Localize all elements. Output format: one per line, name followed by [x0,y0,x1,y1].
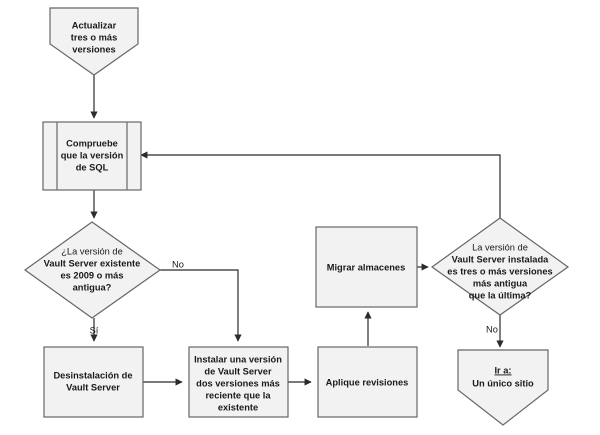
install-node-line-5: existente [218,402,258,412]
install-node[interactable]: Instalar una versión de Vault Server dos… [188,346,289,418]
edge-label-decision-installed-no: No [486,324,498,334]
decision-installed-version-line-4: más antigua [473,278,528,288]
install-node-line-4: reciente que la [205,390,271,400]
uninstall-node[interactable]: Desinstalación de Vault Server [43,346,144,418]
check-sql-node[interactable]: Compruebe que la versión de SQL [42,121,142,191]
edge-decision-version-no-to-install [160,269,242,342]
goto-node[interactable]: Ir a: Un único sitio [457,349,549,426]
check-sql-node-line-3: de SQL [76,162,109,172]
check-sql-node-line-1: Compruebe [66,138,118,148]
start-node-shape [49,7,139,76]
decision-existing-version-line-4: antigua? [73,282,112,292]
install-node-shape [188,346,289,418]
migrate-stores-node[interactable]: Migrar almacenes [315,226,418,308]
decision-existing-version-line-1: ¿La versión de [61,246,123,256]
decision-installed-version-line-2: Vault Server instalada [452,254,549,264]
apply-patches-node-shape [317,346,418,418]
edge-decision-installed-loop-to-check-sql [140,151,501,218]
goto-node-shape [457,349,549,426]
apply-patches-node[interactable]: Aplique revisiones [317,346,418,418]
decision-existing-version-line-3: es 2009 o más [60,270,123,280]
edge-label-decision-version-no: No [172,259,184,269]
start-node[interactable]: Actualizar tres o más versiones [49,7,139,76]
migrate-stores-node-line-1: Migrar almacenes [327,262,406,272]
decision-existing-version-line-2: Vault Server existente [44,258,141,268]
goto-node-line-1: Un único sitio [472,378,534,388]
goto-node-link-label[interactable]: Ir a: [494,365,511,375]
install-node-line-3: dos versiones más [196,378,280,388]
decision-installed-version-line-1: La versión de [472,242,528,252]
start-node-line-1: Actualizar [72,20,117,30]
decision-existing-version-node[interactable]: ¿La versión de Vault Server existente es… [23,221,162,319]
uninstall-node-line-1: Desinstalación de [53,370,132,380]
decision-installed-version-node-shape [430,217,570,316]
start-node-line-2: tres o más [71,32,118,42]
install-node-line-1: Instalar una versión [194,354,282,364]
start-node-line-3: versiones [72,44,115,54]
uninstall-node-line-2: Vault Server [66,382,120,392]
install-node-line-2: de Vault Server [204,366,272,376]
apply-patches-node-line-1: Aplique revisiones [326,377,409,387]
decision-installed-version-line-3: es tres o más versiones [447,266,552,276]
edge-label-decision-version-yes: Sí [90,325,99,335]
check-sql-node-shape [42,121,142,191]
check-sql-node-line-2: que la versión [61,150,124,160]
edge-layer [90,75,504,386]
decision-installed-version-line-5: que la última? [469,290,532,300]
decision-existing-version-node-shape [23,221,162,319]
uninstall-node-shape [43,346,144,418]
migrate-stores-node-shape [315,226,418,308]
decision-installed-version-node[interactable]: La versión de Vault Server instalada es … [430,217,570,316]
